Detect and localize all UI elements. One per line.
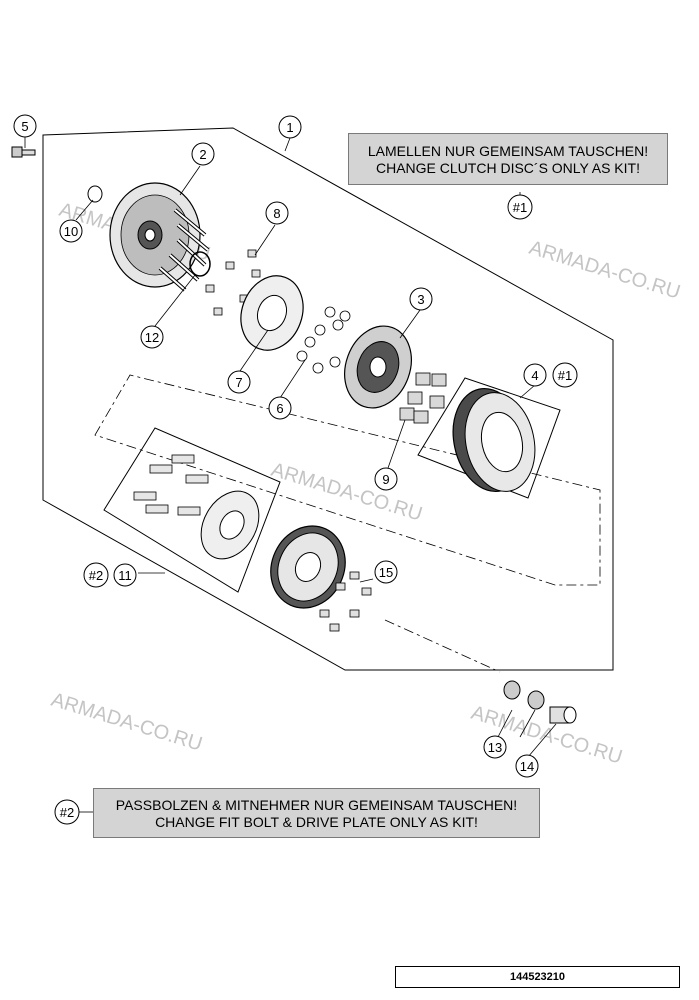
- watermark-1: ARMADA-CO.RU: [527, 237, 683, 304]
- kit-ref-1-part: #1: [552, 362, 578, 388]
- watermark-3: ARMADA-CO.RU: [49, 689, 205, 756]
- svg-text:4: 4: [531, 368, 538, 383]
- callout-8: 8: [265, 201, 289, 225]
- svg-text:1: 1: [286, 120, 293, 135]
- kit-note-clutch-discs: LAMELLEN NUR GEMEINSAM TAUSCHEN! CHANGE …: [348, 133, 668, 185]
- svg-text:2: 2: [199, 147, 206, 162]
- svg-text:9: 9: [382, 472, 389, 487]
- callout-1: 1: [278, 115, 302, 139]
- fit-bolt-kit-outline: [103, 427, 281, 593]
- callout-12: 12: [140, 325, 164, 349]
- svg-text:#2: #2: [89, 568, 103, 583]
- svg-text:14: 14: [520, 759, 534, 774]
- o-ring-part: [189, 251, 211, 277]
- kit-ref-1-note: #1: [507, 194, 533, 220]
- watermark-2: ARMADA-CO.RU: [269, 459, 425, 526]
- callout-6: 6: [268, 396, 292, 420]
- callout-7: 7: [227, 370, 251, 394]
- note-top-german: LAMELLEN NUR GEMEINSAM TAUSCHEN!: [367, 143, 649, 159]
- springs-part-9: [399, 372, 447, 424]
- kit-note-fit-bolt: PASSBOLZEN & MITNEHMER NUR GEMEINSAM TAU…: [93, 788, 540, 838]
- callout-4: 4: [523, 363, 547, 387]
- bushings-part-13: [503, 680, 545, 710]
- bushing-part-14: [549, 706, 577, 724]
- clutch-basket-part: [109, 182, 210, 292]
- callout-9: 9: [374, 467, 398, 491]
- svg-text:13: 13: [488, 740, 502, 755]
- note-bottom-english: CHANGE FIT BOLT & DRIVE PLATE ONLY AS KI…: [155, 814, 478, 830]
- disc-pack-part-4: [452, 387, 536, 493]
- balls-part-6: [296, 306, 351, 374]
- svg-text:12: 12: [145, 330, 159, 345]
- svg-text:#1: #1: [558, 368, 572, 383]
- callout-5: 5: [13, 114, 37, 138]
- pressure-plate-part-3: [344, 325, 412, 409]
- svg-text:8: 8: [273, 206, 280, 221]
- dashed-axis-line: [384, 619, 501, 673]
- clutch-kit-outline: [42, 127, 614, 671]
- svg-text:6: 6: [276, 401, 283, 416]
- drive-plate-dashed-outline: [94, 374, 601, 586]
- washer-part: [87, 185, 103, 203]
- callout-15: 15: [374, 560, 398, 584]
- callout-11: 11: [113, 563, 137, 587]
- kit-ref-2-part: #2: [83, 562, 109, 588]
- diagram-part-number: 144523210: [395, 966, 680, 988]
- fit-bolts-part-11: [133, 454, 209, 516]
- screws-part-15: [319, 571, 372, 632]
- plate-part-7: [240, 275, 304, 351]
- svg-text:11: 11: [118, 568, 132, 583]
- note-bottom-german: PASSBOLZEN & MITNEHMER NUR GEMEINSAM TAU…: [115, 797, 518, 813]
- callout-13: 13: [483, 735, 507, 759]
- svg-text:3: 3: [417, 292, 424, 307]
- svg-text:7: 7: [235, 375, 242, 390]
- svg-text:10: 10: [64, 224, 78, 239]
- svg-text:#1: #1: [513, 200, 527, 215]
- svg-text:5: 5: [21, 119, 28, 134]
- drive-plate-part-11: [200, 490, 260, 560]
- note-top-english: CHANGE CLUTCH DISC´S ONLY AS KIT!: [376, 160, 640, 176]
- callout-2: 2: [191, 142, 215, 166]
- svg-text:#2: #2: [60, 805, 74, 820]
- leader-lines: [24, 137, 557, 758]
- callout-3: 3: [409, 287, 433, 311]
- kit-ref-2-note: #2: [54, 799, 80, 825]
- primary-gear-part: [270, 525, 346, 609]
- callout-10: 10: [59, 219, 83, 243]
- callout-14: 14: [515, 754, 539, 778]
- svg-text:15: 15: [379, 565, 393, 580]
- screw-part-5: [11, 146, 36, 158]
